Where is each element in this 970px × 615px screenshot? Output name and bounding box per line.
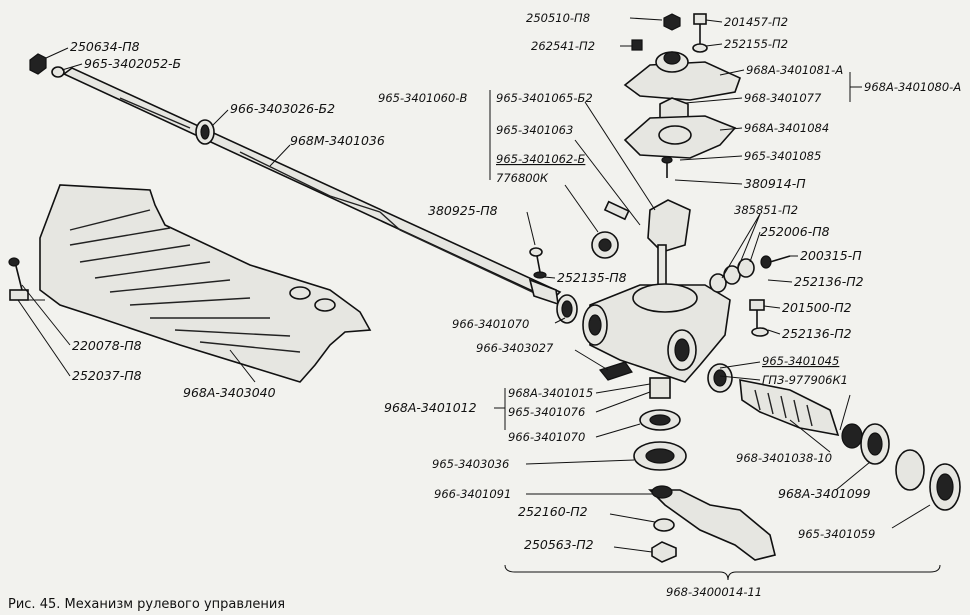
label-968a-3401080-a: 968А-3401080-А <box>864 80 961 94</box>
label-200315-p: 200315-П <box>800 248 862 263</box>
label-965-3401059: 965-3401059 <box>798 527 875 541</box>
label-965-3401085: 965-3401085 <box>744 149 821 163</box>
label-262541-p2: 262541-П2 <box>531 39 595 53</box>
label-965-3401076: 965-3401076 <box>508 405 585 419</box>
sector-shaft-group <box>529 199 691 316</box>
label-966-3403027: 966-3403027 <box>476 341 554 355</box>
shroud-screw <box>8 257 29 301</box>
label-968a-3401012: 968А-3401012 <box>384 400 477 415</box>
label-968a-3401099: 968А-3401099 <box>778 486 871 501</box>
label-201500-p2: 201500-П2 <box>782 300 852 315</box>
label-220078-p8: 220078-П8 <box>72 338 142 353</box>
label-252136-p2-b: 252136-П2 <box>782 326 852 341</box>
label-250634-p8: 250634-П8 <box>70 39 140 54</box>
label-776800k: 776800К <box>496 171 549 185</box>
label-gpz-977906k1: ГПЗ-977906К1 <box>762 373 848 387</box>
steering-shaft <box>62 67 562 306</box>
label-966-3401070-b: 966-3401070 <box>508 430 585 444</box>
top-flange-group <box>623 13 742 178</box>
label-965-3401060-v: 965-3401060-В <box>378 91 467 105</box>
label-968-3401077: 968-3401077 <box>744 91 822 105</box>
label-252135-p8: 252135-П8 <box>557 270 627 285</box>
label-965-3402052-b: 965-3402052-Б <box>84 56 181 71</box>
label-968a-3403040: 968А-3403040 <box>183 385 276 400</box>
label-965-3401062-b: 965-3401062-Б <box>496 152 585 166</box>
label-968a-3401015: 968А-3401015 <box>508 386 593 400</box>
label-966-3401070-a: 966-3401070 <box>452 317 529 331</box>
label-250563-p2: 250563-П2 <box>524 537 594 552</box>
label-385851-p2: 385851-П2 <box>734 203 798 217</box>
label-968-3401038-10: 968-3401038-10 <box>736 451 832 465</box>
shaft-end-nut <box>29 53 65 78</box>
label-965-3403036: 965-3403036 <box>432 457 509 471</box>
label-966-3401091: 966-3401091 <box>434 487 511 501</box>
label-966-3403026-b2: 966-3403026-Б2 <box>230 101 335 116</box>
label-968a-3401084: 968А-3401084 <box>744 121 829 135</box>
label-968m-3401036: 968М-3401036 <box>290 133 385 148</box>
label-380925-p8: 380925-П8 <box>428 203 498 218</box>
label-968a-3401081-a: 968А-3401081-А <box>746 63 843 77</box>
label-250510-p8: 250510-П8 <box>526 11 590 25</box>
label-965-3401063: 965-3401063 <box>496 123 573 137</box>
label-201457-p2: 201457-П2 <box>724 15 788 29</box>
label-965-3401065-b2: 965-3401065-Б2 <box>496 91 593 105</box>
label-252155-p2: 252155-П2 <box>724 37 788 51</box>
label-252037-p8: 252037-П8 <box>72 368 142 383</box>
column-shroud <box>10 184 372 383</box>
side-washers <box>709 255 791 337</box>
lower-parts <box>633 377 776 563</box>
label-252006-p8: 252006-П8 <box>760 224 830 239</box>
leader-lines <box>17 17 941 581</box>
label-252160-p2: 252160-П2 <box>518 504 588 519</box>
label-380914-p: 380914-П <box>744 176 806 191</box>
worm-assembly <box>707 363 961 511</box>
label-968-3400014-11: 968-3400014-11 <box>666 585 762 599</box>
figure-caption: Рис. 45. Механизм рулевого управления <box>8 597 285 612</box>
gear-housing <box>556 283 731 383</box>
label-252136-p2-a: 252136-П2 <box>794 274 864 289</box>
part-labels: 250634-П8 965-3402052-Б 966-3403026-Б2 9… <box>70 11 961 599</box>
label-965-3401045: 965-3401045 <box>762 354 839 368</box>
